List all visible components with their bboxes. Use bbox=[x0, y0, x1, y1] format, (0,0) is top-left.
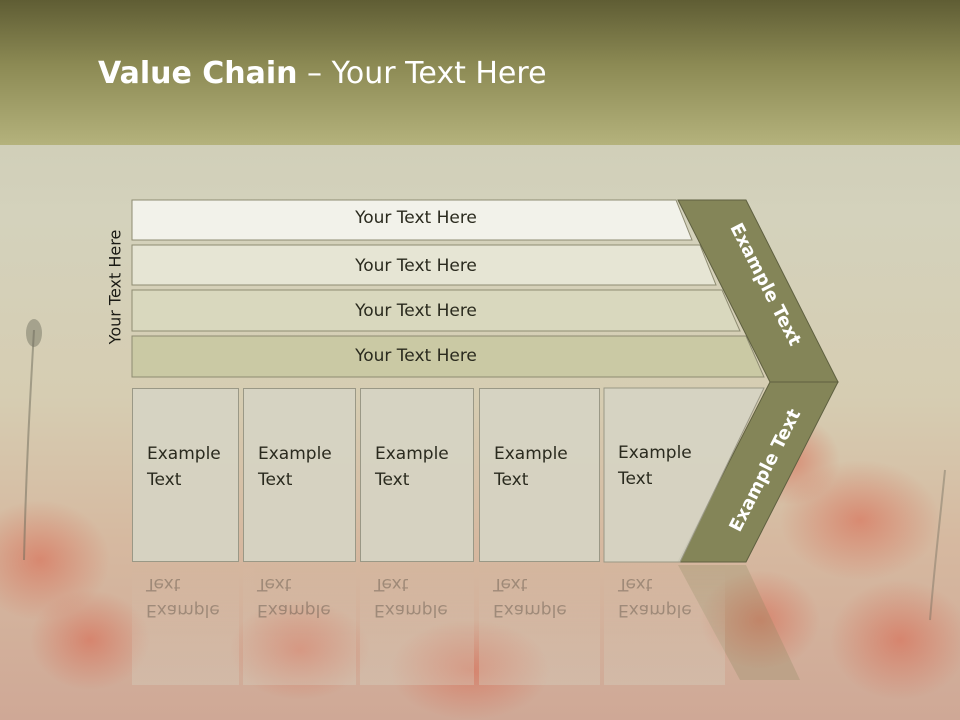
refl-4-line1: Example bbox=[493, 600, 567, 620]
box-3-line1: Example bbox=[375, 444, 449, 464]
chevron-reflection-shape bbox=[678, 565, 800, 680]
activity-box-5: Example Text bbox=[604, 388, 692, 562]
box-2-line2: Text bbox=[258, 470, 293, 490]
refl-5-line2: Text bbox=[618, 574, 653, 594]
bar-2-label: Your Text Here bbox=[355, 256, 477, 276]
box-3-reflection: Example Text bbox=[360, 565, 474, 685]
bar-4-shape bbox=[131, 335, 765, 378]
bar-2-shape bbox=[131, 244, 717, 286]
box-2-reflection: Example Text bbox=[243, 565, 356, 685]
activity-box-1: Example Text bbox=[132, 388, 239, 562]
activity-box-2: Example Text bbox=[243, 388, 356, 562]
bar-1-label: Your Text Here bbox=[355, 208, 477, 228]
refl-1-line2: Text bbox=[146, 574, 181, 594]
box-4-line1: Example bbox=[494, 444, 568, 464]
activity-box-4: Example Text bbox=[479, 388, 600, 562]
box-1-line2: Text bbox=[147, 470, 182, 490]
box-3-line2: Text bbox=[375, 470, 410, 490]
box-5-reflection: Example Text bbox=[604, 565, 725, 685]
side-label: Your Text Here bbox=[105, 229, 125, 345]
box-4-line2: Text bbox=[494, 470, 529, 490]
bar-3-label: Your Text Here bbox=[355, 301, 477, 321]
bar-4-label: Your Text Here bbox=[355, 346, 477, 366]
title-bold: Value Chain bbox=[98, 56, 298, 91]
box-5-arrow-shape bbox=[603, 387, 765, 563]
refl-5-line1: Example bbox=[618, 600, 692, 620]
bar-3-shape bbox=[131, 289, 741, 332]
box-5-line2: Text bbox=[618, 469, 653, 489]
refl-4-line2: Text bbox=[493, 574, 528, 594]
refl-2-line1: Example bbox=[257, 600, 331, 620]
title-bar bbox=[0, 0, 960, 145]
refl-3-line2: Text bbox=[374, 574, 409, 594]
refl-1-line1: Example bbox=[146, 600, 220, 620]
refl-3-line1: Example bbox=[374, 600, 448, 620]
bar-1-shape bbox=[131, 199, 693, 241]
slide-title: Value Chain – Your Text Here bbox=[98, 56, 547, 91]
box-4-reflection: Example Text bbox=[479, 565, 600, 685]
box-2-line1: Example bbox=[258, 444, 332, 464]
refl-2-line2: Text bbox=[257, 574, 292, 594]
title-rest: – Your Text Here bbox=[297, 56, 547, 91]
activity-box-3: Example Text bbox=[360, 388, 474, 562]
box-1-reflection: Example Text bbox=[132, 565, 239, 685]
box-5-line1: Example bbox=[618, 443, 692, 463]
box-1-line1: Example bbox=[147, 444, 221, 464]
